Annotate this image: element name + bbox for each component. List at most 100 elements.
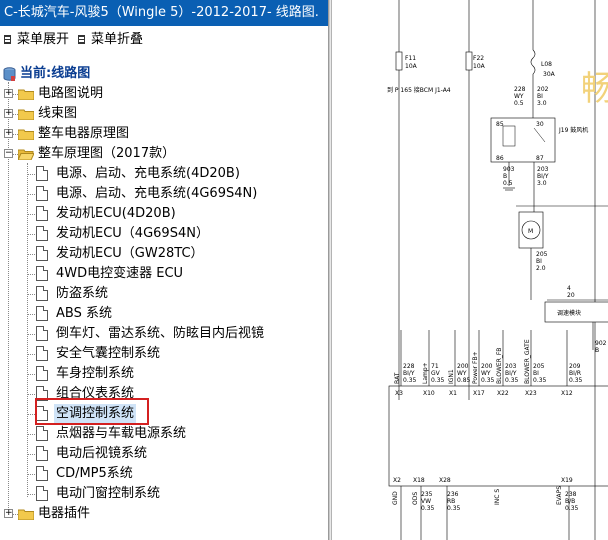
tree-line [8, 94, 18, 95]
document-icon [36, 426, 48, 441]
fuse-f22: F22 10A [465, 0, 486, 400]
svg-text:B: B [503, 173, 507, 180]
svg-text:3.0: 3.0 [537, 180, 547, 187]
wire-label: BI/Y [505, 370, 517, 377]
wire-label: 238 [565, 491, 577, 498]
svg-text:87: 87 [536, 155, 544, 162]
folder-label: 电路图说明 [38, 86, 104, 101]
menu-collapse-button[interactable]: 菜单折叠 [78, 28, 143, 47]
wire-label: 0.35 [447, 505, 461, 512]
expand-toggle-icon[interactable]: + [4, 508, 13, 518]
tree-line [27, 194, 35, 195]
tree-line [27, 354, 35, 355]
wire-label: 0.35 [533, 377, 547, 384]
tree-line [8, 514, 18, 515]
folder-label: 电器插件 [38, 506, 91, 521]
wire-label: 228 [403, 363, 415, 370]
folder-icon [18, 129, 34, 140]
expand-toggle-icon[interactable]: + [4, 88, 13, 98]
watermark: 畅 [581, 69, 608, 109]
folder-icon [18, 509, 34, 520]
expand-toggle-icon[interactable]: + [4, 128, 13, 138]
folder-open-icon [18, 149, 34, 160]
wire-label: WY [481, 370, 491, 377]
svg-text:30: 30 [536, 121, 544, 128]
tree-line [27, 434, 35, 435]
menu-expand-button[interactable]: 菜单展开 [4, 28, 69, 47]
svg-text:10A: 10A [405, 63, 418, 70]
document-icon [36, 306, 48, 321]
svg-text:85: 85 [496, 121, 504, 128]
tree-item-label: ABS 系统 [56, 306, 112, 321]
collapse-toggle-icon[interactable]: − [4, 148, 13, 158]
document-icon [36, 206, 48, 221]
wire-label: GV [431, 370, 441, 377]
document-icon [36, 366, 48, 381]
svg-text:F22: F22 [473, 55, 484, 62]
tree-item-label: 防盗系统 [56, 286, 109, 301]
wire-label: WY [457, 370, 467, 377]
tree-line [8, 82, 9, 518]
tree-item-label: 空调控制系统 [54, 404, 137, 424]
tree-item-label: 发动机ECU(4D20B) [56, 206, 176, 221]
wire-label: 0.35 [431, 377, 445, 384]
svg-text:2.0: 2.0 [536, 265, 546, 272]
svg-text:0.5: 0.5 [514, 100, 524, 107]
wire-label: 0.35 [421, 505, 435, 512]
wire-label: B/B [565, 498, 575, 505]
tree-line [27, 454, 35, 455]
selection-highlight-box [35, 398, 149, 425]
svg-text:228: 228 [514, 86, 526, 93]
folder-icon [18, 89, 34, 100]
tree-item-label: 点烟器与车载电源系统 [56, 426, 187, 441]
tree-line [27, 174, 35, 175]
tree-item-label: 组合仪表系统 [56, 386, 135, 401]
wire-label: RB [447, 498, 455, 505]
tree-line [27, 314, 35, 315]
tree-root-label: 当前:线路图 [20, 66, 91, 81]
connector-label: X3 [395, 390, 403, 397]
svg-text:L08: L08 [541, 61, 552, 68]
document-icon [36, 346, 48, 361]
tree-line [8, 114, 18, 115]
window-title: C-长城汽车-风骏5（Wingle 5）-2012-2017- 线路图. [0, 0, 328, 26]
connector-label: X12 [561, 390, 573, 397]
wire-label: VW [421, 498, 431, 505]
signal-label: ODS [412, 492, 419, 505]
svg-text:WY: WY [514, 93, 524, 100]
svg-text:调速模块: 调速模块 [557, 309, 581, 317]
collapse-icon [78, 35, 85, 44]
svg-text:202: 202 [537, 86, 549, 93]
svg-text:J19 鼓风机: J19 鼓风机 [558, 126, 588, 134]
tree-item-label: 电源、启动、充电系统(4G69S4N) [56, 186, 258, 201]
tree-item-label: 4WD电控变速器 ECU [56, 266, 184, 281]
diagram-view[interactable]: F11 10A F22 10A L08 30A 到 P 165 接BCM J1-… [331, 0, 608, 540]
tree-item-label: 发动机ECU（4G69S4N） [56, 226, 209, 241]
document-icon [36, 266, 48, 281]
document-icon [36, 186, 48, 201]
wire-label: BI/R [569, 370, 581, 377]
tree-line [27, 374, 35, 375]
tree-line [27, 414, 35, 415]
document-icon [36, 486, 48, 501]
tree-item-label: CD/MP5系统 [56, 466, 133, 481]
wire-label: 236 [447, 491, 459, 498]
expand-toggle-icon[interactable]: + [4, 108, 13, 118]
connector-label: X22 [497, 390, 509, 397]
wiring-diagram: F11 10A F22 10A L08 30A 到 P 165 接BCM J1-… [331, 0, 608, 540]
wire-label: 235 [421, 491, 433, 498]
tree-item-label: 电源、启动、充电系统(4D20B) [56, 166, 240, 181]
wire-label: 0.35 [481, 377, 495, 384]
document-icon [36, 386, 48, 401]
folder-label: 整车原理图（2017款） [38, 146, 176, 161]
svg-text:0.5: 0.5 [503, 180, 513, 187]
splitter[interactable] [328, 0, 331, 540]
navigation-pane: C-长城汽车-风骏5（Wingle 5）-2012-2017- 线路图. 菜单展… [0, 0, 328, 521]
wire-label: 200 [481, 363, 493, 370]
tree-line [8, 134, 18, 135]
document-icon [36, 166, 48, 181]
document-icon [36, 286, 48, 301]
signal-label: INC S [494, 489, 501, 505]
